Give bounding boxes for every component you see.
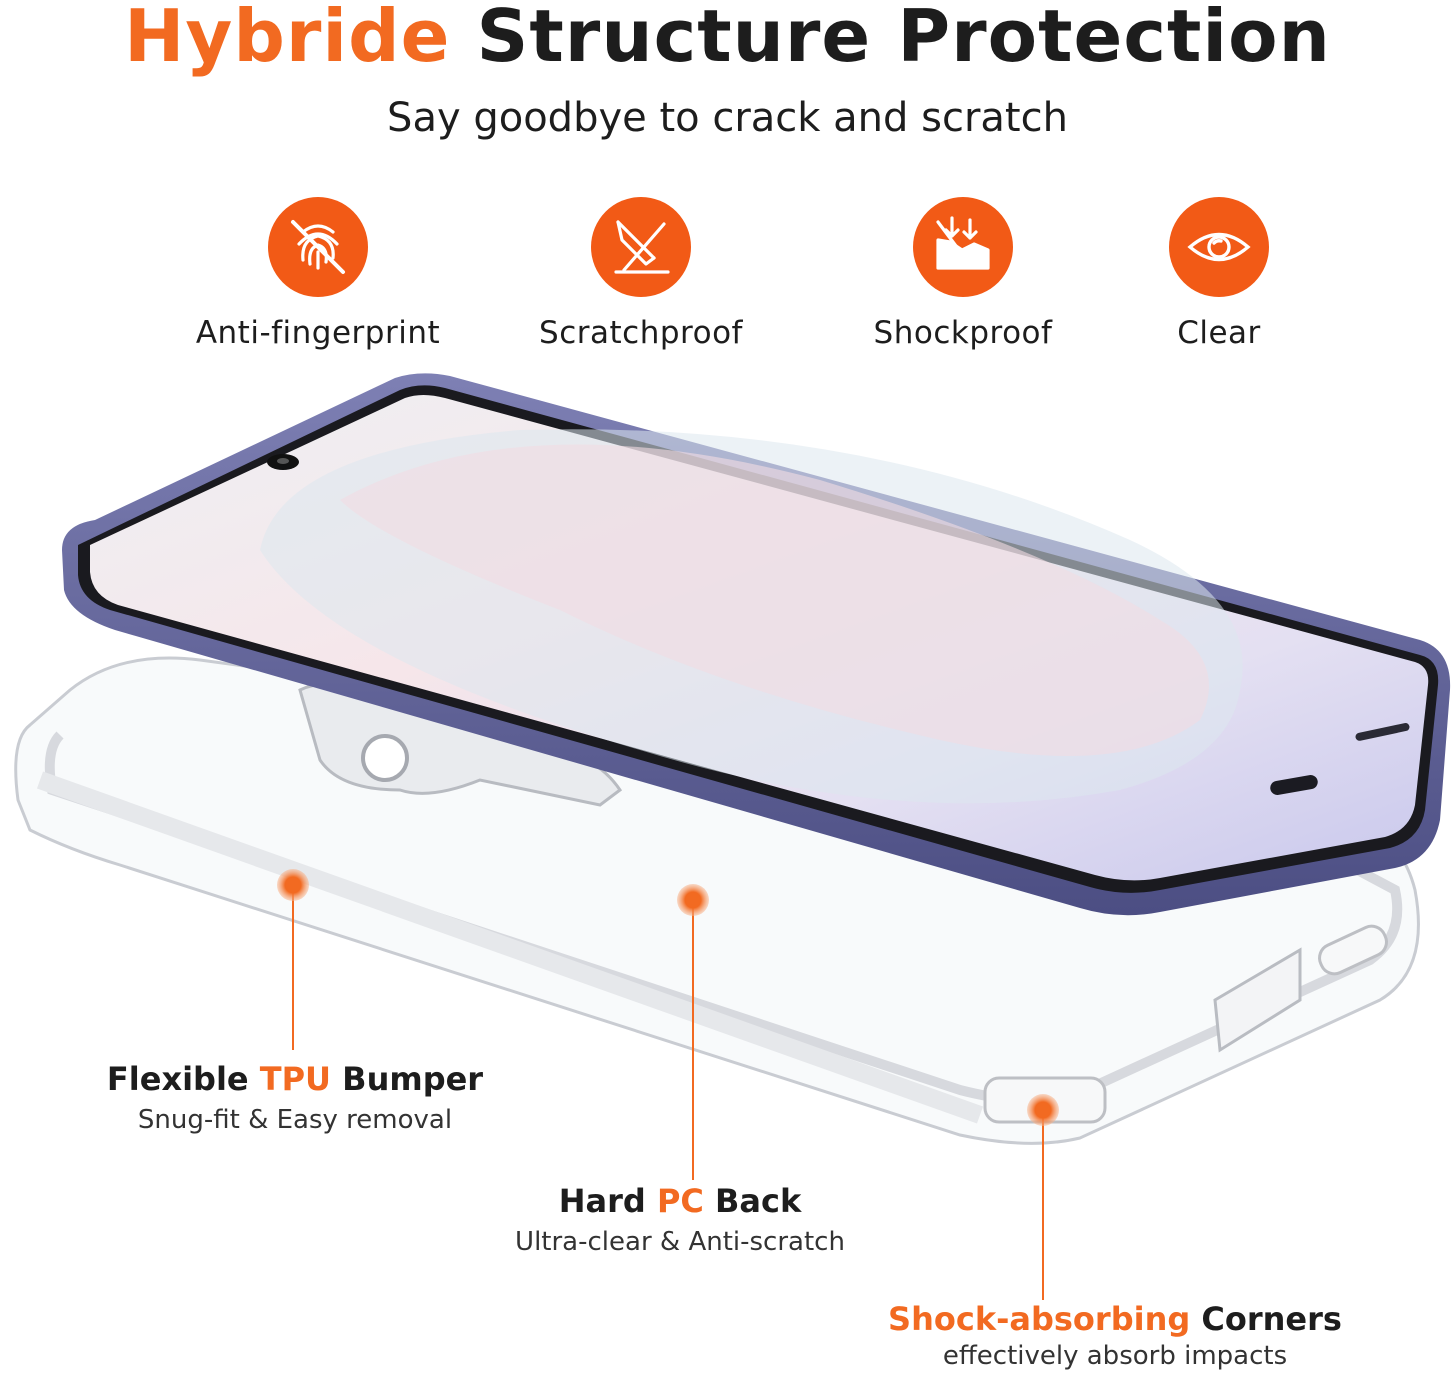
title-accent: Hybride	[124, 0, 451, 78]
feature-shockproof: Shockproof	[813, 197, 1113, 351]
callout-bumper-accent: TPU	[259, 1060, 332, 1098]
page-title: Hybride Structure Protection	[0, 0, 1455, 72]
callout-back-sub: Ultra-clear & Anti-scratch	[515, 1227, 845, 1257]
page-subtitle: Say goodbye to crack and scratch	[387, 95, 1068, 141]
callout-dot-back	[677, 884, 709, 916]
callout-bumper: Flexible TPU Bumper Snug-fit & Easy remo…	[95, 1060, 495, 1136]
callout-corners: Shock-absorbing Corners effectively abso…	[855, 1300, 1375, 1372]
feature-label: Clear	[1177, 315, 1261, 351]
feature-label: Scratchproof	[539, 315, 743, 351]
feature-label: Anti-fingerprint	[195, 315, 441, 351]
callout-corners-sub: effectively absorb impacts	[942, 1341, 1288, 1371]
callout-corners-post: Corners	[1201, 1300, 1342, 1338]
callout-back: Hard PC Back Ultra-clear & Anti-scratch	[480, 1182, 880, 1258]
callout-bumper-pre: Flexible	[106, 1060, 249, 1098]
phone	[62, 373, 1451, 916]
callout-dot-corners	[1027, 1094, 1059, 1126]
eye-icon	[1169, 197, 1269, 297]
feature-label: Shockproof	[873, 315, 1053, 351]
scratch-blade-icon	[591, 197, 691, 297]
callout-back-pre: Hard	[558, 1182, 646, 1220]
fingerprint-crossed-icon	[268, 197, 368, 297]
callout-dot-bumper	[277, 869, 309, 901]
impact-box-icon	[913, 197, 1013, 297]
callout-corners-accent: Shock-absorbing	[888, 1300, 1191, 1338]
feature-scratchproof: Scratchproof	[491, 197, 791, 351]
feature-anti-fingerprint: Anti-fingerprint	[168, 197, 468, 351]
callout-back-post: Back	[715, 1182, 802, 1220]
callout-back-accent: PC	[656, 1182, 704, 1220]
callout-bumper-sub: Snug-fit & Easy removal	[137, 1105, 453, 1135]
callout-bumper-post: Bumper	[342, 1060, 484, 1098]
phone-case-illustration	[14, 373, 1451, 1300]
feature-clear: Clear	[1069, 197, 1369, 351]
title-rest: Structure Protection	[476, 0, 1331, 78]
